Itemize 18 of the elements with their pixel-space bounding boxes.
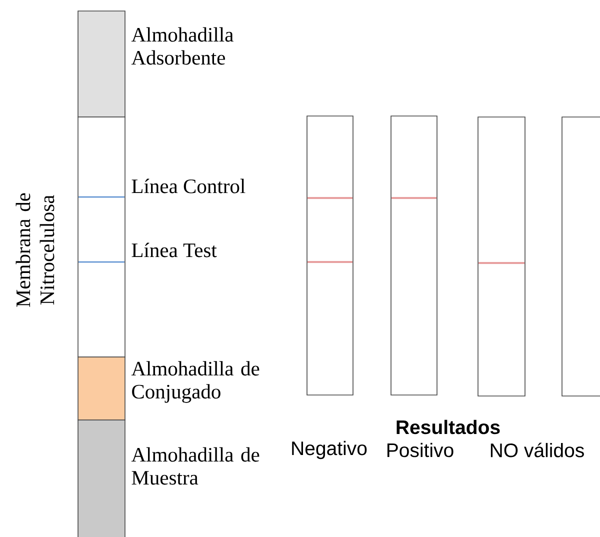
result-strip [478, 116, 526, 396]
line-label: Línea Test [132, 242, 217, 258]
result-strip [306, 116, 354, 396]
result-strip [390, 116, 438, 396]
strip-section [78, 10, 126, 118]
strip-label: Membrana de Nitrocelulosa [16, 193, 54, 307]
strip-label: Almohadilla Adsorbente [131, 27, 234, 65]
result-strip [562, 116, 600, 396]
results-heading: Resultados [396, 420, 500, 434]
strip-label: Almohadilla de Conjugado [131, 361, 260, 403]
result-label: Negativo [292, 440, 367, 460]
result-label: Positivo [387, 442, 454, 458]
line-label: Línea Control [132, 178, 246, 194]
strip-section [78, 116, 126, 358]
strip-section [78, 356, 126, 420]
result-label: NO válidos [490, 442, 584, 458]
strip-label: Almohadilla de Muestra [131, 447, 260, 485]
strip-section [78, 420, 126, 537]
